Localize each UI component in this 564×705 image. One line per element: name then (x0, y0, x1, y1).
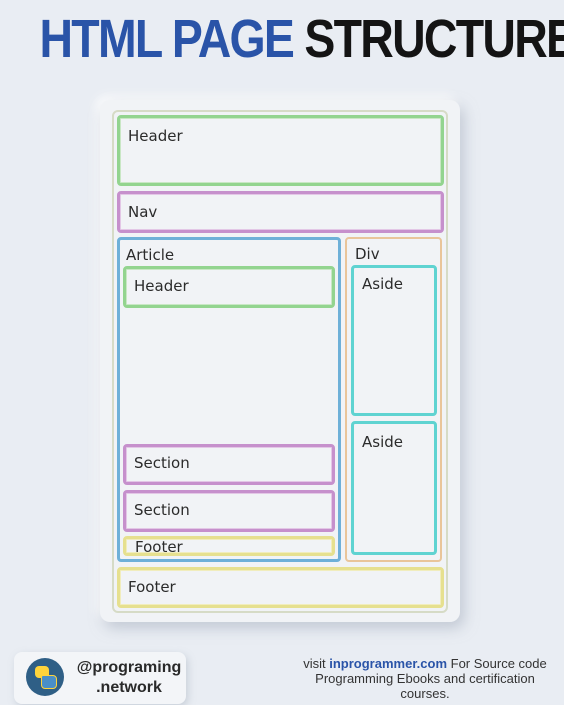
body-frame (112, 110, 448, 613)
nav-box: Nav (117, 191, 444, 233)
aside-label-1: Aside (362, 275, 403, 293)
python-logo-icon (26, 658, 64, 696)
brand-handle: @programing .network (72, 658, 186, 698)
article-label: Article (126, 246, 175, 264)
page-title: HTML PAGE STRUCTURE (39, 8, 564, 70)
header-label: Header (128, 127, 183, 145)
nav-label: Nav (128, 203, 158, 221)
section-label-2: Section (134, 501, 190, 519)
div-box: Div (345, 237, 442, 562)
handle-line2: .network (96, 679, 162, 696)
brand-badge: @programing .network (14, 652, 186, 704)
div-label: Div (355, 245, 380, 263)
page-card (100, 100, 460, 622)
footer-box: Footer (117, 567, 444, 608)
footer-label: Footer (128, 578, 176, 596)
title-part1: HTML PAGE (39, 9, 294, 69)
promo-site-link[interactable]: inprogrammer.com (329, 656, 448, 671)
handle-line1: @programing (76, 659, 182, 676)
article-header-box: Header (123, 266, 335, 308)
aside-box-1: Aside (351, 265, 437, 416)
promo-prefix: visit (303, 656, 330, 671)
article-header-label: Header (134, 277, 189, 295)
article-footer-box: Footer (123, 536, 335, 556)
aside-label-2: Aside (362, 433, 403, 451)
aside-box-2: Aside (351, 421, 437, 555)
section-box-2: Section (123, 490, 335, 532)
article-box: Article (117, 237, 341, 562)
article-footer-label: Footer (135, 538, 183, 556)
section-box-1: Section (123, 444, 335, 485)
header-box: Header (117, 115, 444, 186)
promo-text: visit inprogrammer.com For Source code P… (300, 656, 550, 701)
promo-rest: For Source code Programming Ebooks and c… (315, 656, 547, 701)
section-label-1: Section (134, 454, 190, 472)
title-part2: STRUCTURE (304, 9, 564, 69)
